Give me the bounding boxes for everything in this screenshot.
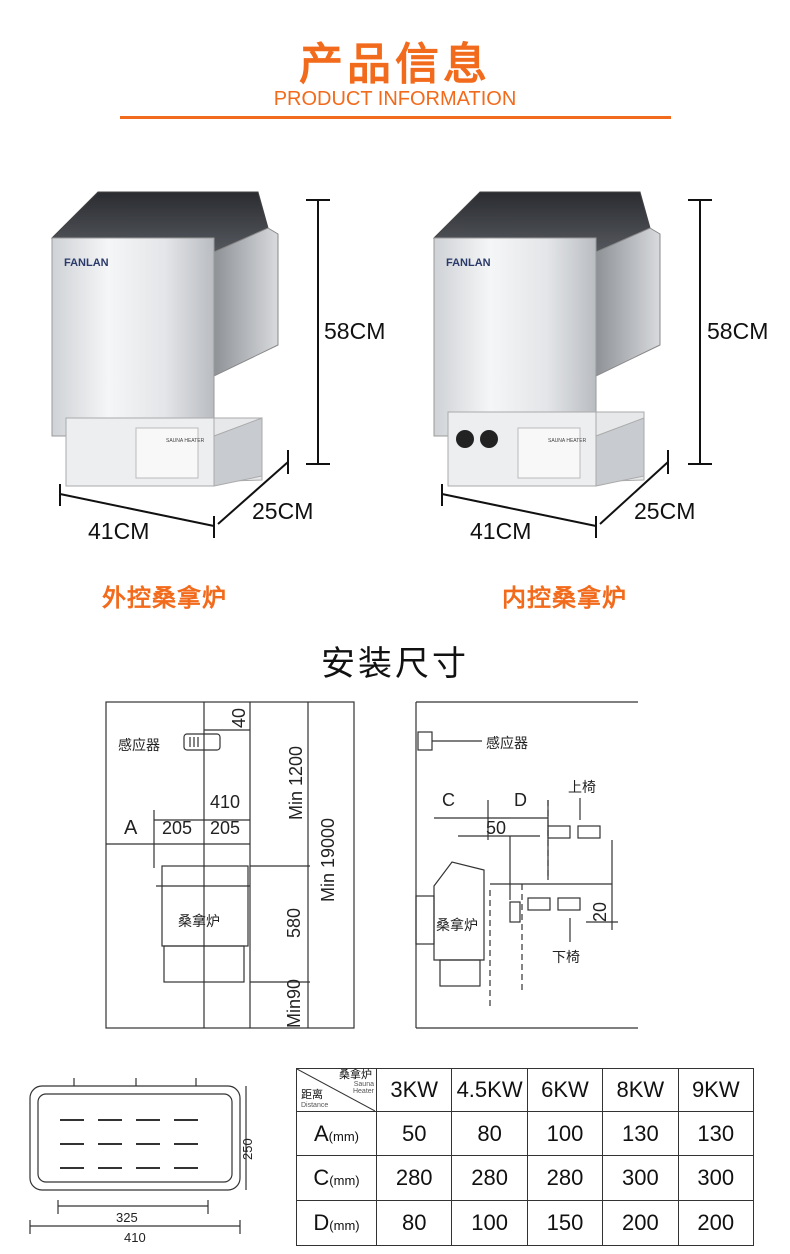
heater-outline-right — [433, 861, 485, 961]
panel-label: SAUNA HEATER — [166, 438, 205, 444]
column-header: 3KW — [375, 1068, 453, 1112]
dim-410-top: 410 — [124, 1230, 146, 1245]
table-cell: 150 — [526, 1200, 604, 1246]
dim-d-label: D — [514, 790, 527, 810]
table-cell: 300 — [677, 1155, 755, 1202]
sensor-label-left: 感应器 — [118, 737, 160, 753]
table-corner-cell: 桑拿炉 Sauna Heater 距离 Distance — [296, 1068, 377, 1112]
dim-50: 50 — [486, 818, 506, 838]
sensor-label-right: 感应器 — [486, 735, 528, 751]
product-name-external: 外控桑拿炉 — [102, 584, 227, 612]
table-cell: 300 — [602, 1155, 679, 1202]
dim-205-right: 205 — [210, 818, 240, 838]
width-label-left: 41CM — [88, 518, 150, 544]
panel-label: SAUNA HEATER — [548, 438, 587, 444]
corner-top-en: Sauna Heater — [352, 1081, 374, 1095]
height-label-right: 58CM — [707, 318, 769, 344]
dimension-lines-left — [59, 199, 330, 538]
row-label-c: C(mm) — [296, 1155, 377, 1202]
column-header: 4.5KW — [451, 1068, 528, 1112]
heater-internal-control: FANLAN SAUNA HEATER — [432, 191, 661, 487]
page-subtitle: PRODUCT INFORMATION — [273, 88, 517, 110]
sensor-box-right — [417, 731, 433, 751]
dim-40: 40 — [229, 708, 249, 728]
table-cell: 80 — [451, 1110, 528, 1157]
width-label-right: 41CM — [470, 518, 532, 544]
sensor-box-left — [183, 733, 221, 751]
dim-min19000: Min 19000 — [318, 818, 338, 902]
heater-label-right: 桑拿炉 — [436, 917, 478, 933]
table-cell: 130 — [677, 1110, 755, 1157]
column-header: 8KW — [602, 1068, 679, 1112]
height-label-left: 58CM — [324, 318, 386, 344]
table-cell: 50 — [375, 1110, 453, 1157]
table-header-row: 桑拿炉 Sauna Heater 距离 Distance 3KW 4.5KW 6… — [296, 1068, 755, 1112]
dim-min1200: Min 1200 — [286, 746, 306, 820]
lower-bench-1 — [527, 897, 551, 911]
row-label-d: D(mm) — [296, 1200, 377, 1246]
table-cell: 80 — [375, 1200, 453, 1246]
product-name-internal: 内控桑拿炉 — [502, 584, 627, 612]
install-title: 安装尺寸 — [321, 644, 469, 684]
dim-250: 250 — [240, 1138, 255, 1160]
upper-bench-label: 上椅 — [568, 779, 596, 795]
dimension-lines-right — [441, 199, 712, 538]
corner-bottom-cn: 距离 — [301, 1088, 323, 1101]
dim-580: 580 — [284, 908, 304, 938]
table-cell: 200 — [602, 1200, 679, 1246]
dim-min90: Min90 — [284, 979, 304, 1028]
lower-bench-2 — [557, 897, 581, 911]
brand-logo: FANLAN — [446, 257, 491, 269]
corner-bottom-en: Distance — [301, 1101, 329, 1109]
heater-outline-left — [161, 865, 249, 947]
installation-diagrams: 感应器 40 Min 1200 410 A 205 205 Min 19000 … — [105, 701, 638, 1029]
dim-325: 325 — [116, 1210, 138, 1225]
upper-bench-2 — [577, 825, 601, 839]
row-letter: A — [313, 1120, 329, 1146]
top-view-drawing: 250 325 410 — [29, 1078, 255, 1245]
row-letter: C — [313, 1165, 330, 1191]
upper-bench-1 — [547, 825, 571, 839]
dim-20: 20 — [590, 902, 610, 922]
table-cell: 130 — [602, 1110, 679, 1157]
row-unit: (mm) — [329, 1173, 360, 1189]
row-unit: (mm) — [328, 1128, 359, 1144]
title-divider — [120, 116, 671, 119]
column-header: 9KW — [677, 1068, 755, 1112]
row-unit: (mm) — [329, 1218, 360, 1234]
left-wall-frame — [105, 701, 355, 1029]
dim-a-label: A — [124, 817, 138, 839]
dim-410: 410 — [210, 792, 240, 812]
table-cell: 280 — [375, 1155, 453, 1202]
heater-external-control: FANLAN SAUNA HEATER — [50, 191, 279, 487]
spec-table: 桑拿炉 Sauna Heater 距离 Distance 3KW 4.5KW 6… — [296, 1068, 755, 1246]
table-row: C(mm) 280 280 280 300 300 — [296, 1155, 755, 1202]
row-letter: D — [313, 1210, 330, 1236]
column-header: 6KW — [526, 1068, 604, 1112]
corner-top-cn: 桑拿炉 — [339, 1069, 372, 1081]
control-knob-left — [456, 430, 474, 448]
table-row: A(mm) 50 80 100 130 130 — [296, 1110, 755, 1157]
table-cell: 100 — [451, 1200, 528, 1246]
dim-c-label: C — [442, 790, 455, 810]
depth-label-right: 25CM — [634, 498, 696, 524]
depth-label-left: 25CM — [252, 498, 314, 524]
page-title: 产品信息 — [299, 39, 491, 90]
product-illustrations: FANLAN SAUNA HEATER FANLAN SAUNA HEATER — [50, 191, 712, 538]
table-row: D(mm) 80 100 150 200 200 — [296, 1200, 755, 1246]
lower-bench-label: 下椅 — [552, 949, 580, 965]
control-knob-right — [480, 430, 498, 448]
heater-label-left: 桑拿炉 — [178, 913, 220, 929]
dim-205-left: 205 — [162, 818, 192, 838]
table-cell: 280 — [451, 1155, 528, 1202]
table-cell: 280 — [526, 1155, 604, 1202]
table-cell: 100 — [526, 1110, 604, 1157]
table-cell: 200 — [677, 1200, 755, 1246]
row-label-a: A(mm) — [296, 1110, 377, 1157]
brand-logo: FANLAN — [64, 257, 109, 269]
